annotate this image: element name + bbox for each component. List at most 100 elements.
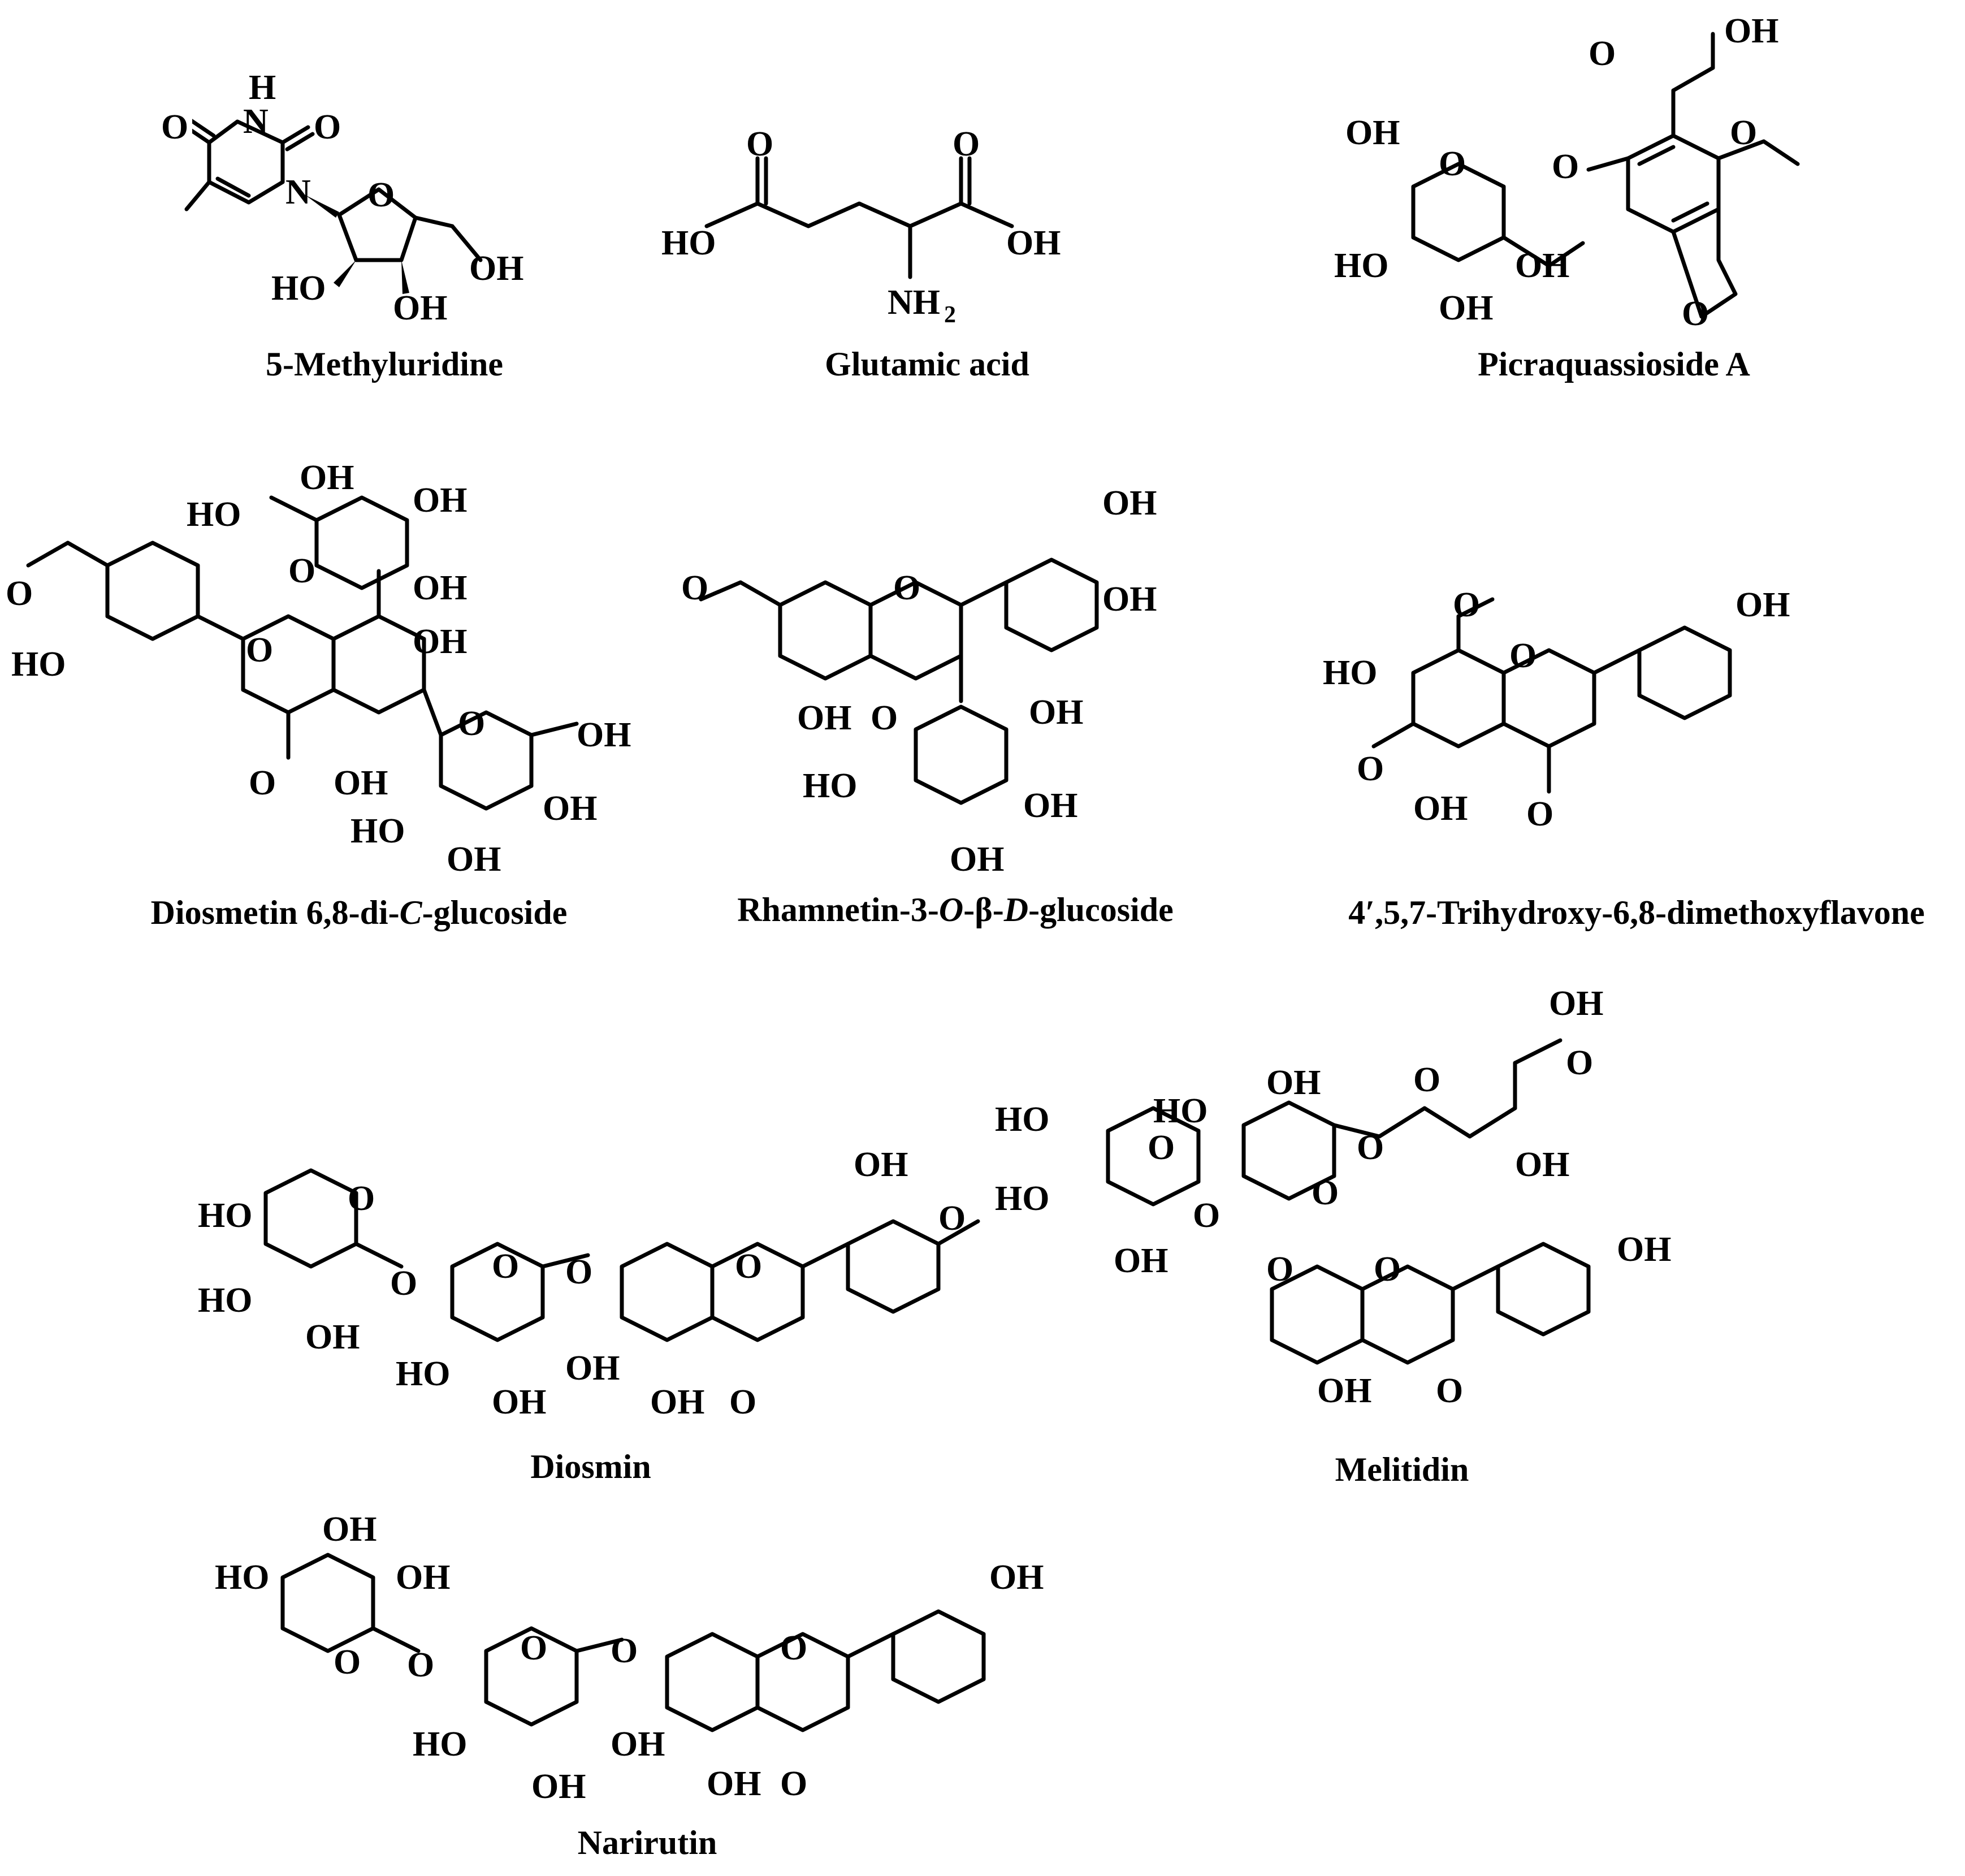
svg-text:O: O	[1312, 1174, 1339, 1212]
caption-part: Glutamic acid	[825, 345, 1029, 383]
svg-text:OH: OH	[492, 1383, 546, 1421]
svg-text:O: O	[1526, 795, 1553, 833]
svg-text:HO: HO	[396, 1355, 450, 1393]
svg-text:HO: HO	[350, 812, 405, 850]
svg-text:O: O	[1509, 637, 1536, 675]
svg-text:OH: OH	[1114, 1242, 1168, 1280]
svg-text:HO: HO	[995, 1100, 1049, 1139]
caption-rhamnetin-glucoside: Rhamnetin-3-O-β-D-glucoside	[737, 891, 1174, 930]
svg-text:O: O	[1566, 1044, 1593, 1082]
structure-rhamnetin-glucoside: OH OH O O OH O OH HO OH OH	[681, 484, 1157, 879]
caption-part: -glucoside	[1028, 891, 1174, 928]
svg-text:OH: OH	[413, 569, 467, 607]
caption-picraquassioside-a: Picraquassioside A	[1478, 345, 1750, 384]
caption-diosmin: Diosmin	[530, 1447, 651, 1486]
svg-text:O: O	[953, 125, 980, 163]
svg-text:O: O	[520, 1629, 547, 1667]
svg-text:O: O	[1266, 1250, 1293, 1289]
svg-text:OH: OH	[1266, 1064, 1321, 1102]
svg-text:OH: OH	[1549, 984, 1603, 1023]
svg-text:OH: OH	[322, 1510, 376, 1549]
caption-part: Diosmetin 6,8-di-	[150, 894, 400, 931]
svg-text:O: O	[681, 569, 708, 607]
svg-text:OH: OH	[1515, 1146, 1569, 1184]
svg-text:HO: HO	[1153, 1092, 1207, 1130]
svg-text:OH: OH	[1102, 580, 1157, 619]
svg-text:O: O	[1439, 145, 1466, 183]
svg-text:O: O	[1374, 1250, 1401, 1289]
svg-text:OH: OH	[707, 1765, 761, 1803]
svg-text:O: O	[249, 764, 276, 802]
svg-text:OH: OH	[1102, 484, 1157, 522]
caption-diosmetin-di-c-glucoside: Diosmetin 6,8-di-C-glucoside	[151, 893, 568, 932]
svg-text:HO: HO	[995, 1179, 1049, 1218]
caption-part: Picraquassioside A	[1478, 345, 1750, 383]
svg-text:O: O	[390, 1264, 417, 1303]
svg-text:O: O	[1413, 1061, 1440, 1099]
svg-text:NH: NH	[888, 283, 940, 322]
svg-text:HO: HO	[413, 1725, 467, 1763]
svg-text:O: O	[161, 108, 188, 146]
svg-text:OH: OH	[413, 623, 467, 661]
svg-text:N: N	[285, 173, 311, 211]
svg-text:O: O	[1193, 1196, 1220, 1235]
svg-text:OH: OH	[305, 1318, 360, 1356]
svg-text:OH: OH	[650, 1383, 704, 1421]
svg-text:O: O	[246, 631, 273, 669]
svg-text:HO: HO	[187, 495, 241, 534]
svg-text:HO: HO	[271, 269, 326, 308]
svg-text:O: O	[1357, 750, 1384, 788]
svg-text:OH: OH	[1413, 789, 1468, 828]
svg-text:OH: OH	[1345, 114, 1400, 152]
svg-text:2: 2	[944, 302, 956, 328]
svg-text:OH: OH	[1515, 247, 1569, 285]
svg-text:OH: OH	[1006, 224, 1061, 262]
svg-text:O: O	[492, 1247, 519, 1286]
svg-text:OH: OH	[531, 1767, 586, 1806]
svg-text:O: O	[893, 569, 920, 607]
caption-part: Narirutin	[577, 1824, 717, 1861]
svg-text:O: O	[288, 552, 315, 590]
svg-text:O: O	[780, 1629, 807, 1667]
svg-text:HO: HO	[11, 645, 66, 684]
svg-text:O: O	[367, 176, 395, 214]
caption-part: C	[399, 894, 422, 931]
caption-part: O	[938, 891, 964, 928]
caption-part: -β-	[963, 891, 1004, 928]
svg-text:HO: HO	[198, 1196, 252, 1235]
svg-text:O: O	[334, 1643, 361, 1682]
svg-text:OH: OH	[1023, 786, 1077, 825]
svg-text:OH: OH	[469, 249, 523, 288]
svg-text:O: O	[458, 704, 485, 743]
caption-part: Diosmin	[530, 1448, 651, 1485]
svg-text:HO: HO	[803, 767, 857, 805]
svg-text:O: O	[1436, 1372, 1463, 1410]
structure-5-methyluridine: O H N O N O OH HO OH	[158, 68, 523, 327]
svg-text:OH: OH	[565, 1349, 620, 1387]
svg-text:OH: OH	[611, 1725, 665, 1763]
svg-text:OH: OH	[334, 764, 388, 802]
caption-5-methyluridine: 5-Methyluridine	[266, 345, 503, 384]
caption-part: Rhamnetin-3-	[737, 891, 939, 928]
caption-part: D	[1003, 891, 1029, 928]
svg-text:OH: OH	[1029, 693, 1083, 732]
svg-text:O: O	[780, 1765, 807, 1803]
svg-text:O: O	[1357, 1129, 1384, 1167]
structure-picraquassioside-a: O OH O OH O O HO OH OH O	[1334, 12, 1800, 333]
structure-glutamic-acid: O O HO OH NH 2	[661, 125, 1061, 328]
caption-part: 4′,5,7-Trihydroxy-6,8-dimethoxyflavone	[1348, 894, 1925, 931]
svg-text:O: O	[1589, 34, 1616, 73]
svg-text:OH: OH	[396, 1558, 450, 1597]
svg-text:OH: OH	[447, 840, 501, 879]
svg-text:O: O	[407, 1646, 434, 1684]
svg-text:HO: HO	[1334, 247, 1388, 285]
caption-part: -glucoside	[422, 894, 568, 931]
svg-text:O: O	[314, 108, 341, 146]
caption-narirutin: Narirutin	[578, 1823, 717, 1862]
svg-text:H: H	[249, 68, 276, 107]
svg-text:OH: OH	[989, 1558, 1044, 1597]
svg-text:HO: HO	[215, 1558, 269, 1597]
caption-part: 5-Methyluridine	[266, 345, 503, 383]
